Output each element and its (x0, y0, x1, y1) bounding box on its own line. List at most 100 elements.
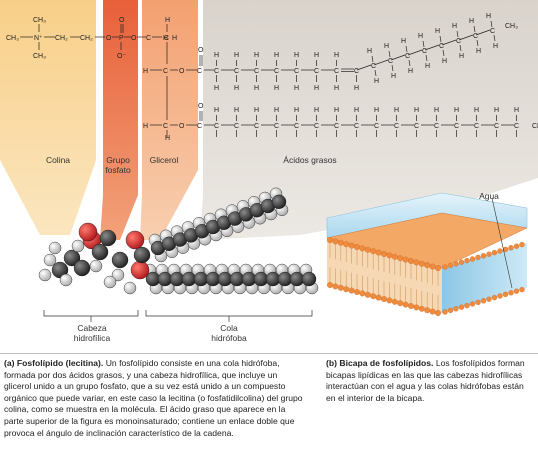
label-phosphate-line1: Grupo (106, 155, 130, 165)
hydrogen-atom (111, 268, 125, 282)
o-4: O (179, 123, 185, 130)
phospholipid-head (429, 263, 436, 270)
svg-text:C: C (197, 123, 202, 130)
hydrogen-atom (89, 259, 103, 273)
structure-panel (0, 0, 538, 240)
upper-carbon: C (422, 48, 427, 55)
upper-carbon: C (354, 68, 359, 75)
upper-hydrogen: H (435, 28, 440, 35)
upper-carbon: C (294, 68, 299, 75)
phospholipid-head (464, 302, 470, 309)
lower-hydrogen: H (374, 107, 379, 114)
phospholipid-head (486, 251, 492, 257)
upper-hydrogen: H (294, 52, 299, 59)
upper-hydrogen: H (214, 52, 219, 59)
fatty-acid-band (200, 0, 538, 240)
o-minus: O⁻ (117, 53, 126, 60)
o-top: O (119, 17, 125, 24)
glycerol-band (140, 0, 198, 240)
phospholipid-head (348, 287, 355, 294)
phospholipid-head (464, 257, 470, 264)
lower-carbon: C (414, 123, 419, 130)
glycerol-h2: H (143, 68, 148, 75)
hydrogen-atom (59, 273, 73, 287)
lower-carbon: C (294, 123, 299, 130)
upper-fatty-acid: O C (197, 47, 214, 75)
label-tail: Cola hidrófoba (199, 323, 259, 343)
lower-carbon: C (494, 123, 499, 130)
upper-hydrogen: H (314, 52, 319, 59)
lower-hydrogen: H (454, 107, 459, 114)
phospholipid-head (348, 242, 355, 249)
phospholipid-head (519, 241, 525, 248)
lower-hydrogen: H (254, 107, 259, 114)
lower-carbon: C (354, 123, 359, 130)
phospholipid-head (424, 262, 431, 269)
caption-a-title: (a) Fosfolípido (lecitina). (4, 358, 104, 368)
upper-carbon: C (473, 33, 478, 40)
hydrogen-atom (48, 241, 62, 255)
phospholipid-head (375, 294, 382, 301)
upper-hydrogen: H (384, 43, 389, 50)
svg-text:O: O (198, 47, 204, 54)
carbon-atom (91, 243, 109, 261)
upper-hydrogen: H (418, 33, 423, 40)
phospholipid-head (413, 259, 420, 266)
phospholipid-head (442, 309, 448, 315)
oxygen-atom (130, 260, 150, 280)
upper-hydrogen: H (408, 68, 413, 75)
upper-hydrogen: H (294, 85, 299, 92)
caption-a: (a) Fosfolípido (lecitina). Un fosfolípi… (4, 358, 304, 439)
phospholipid-head (359, 290, 366, 297)
caption-a-text: Un fosfolípido consiste en una cola hidr… (4, 358, 303, 438)
label-head: Cabeza hidrofílica (62, 323, 122, 343)
phospholipid-head (447, 262, 454, 269)
upper-hydrogen: H (234, 85, 239, 92)
phospholipid-head (458, 259, 465, 265)
lower-carbon: C (514, 123, 519, 130)
phospholipid-head (475, 254, 481, 261)
phospholipid-head (497, 293, 503, 299)
upper-hydrogen: H (334, 52, 339, 59)
carbon-atom (271, 194, 287, 209)
lower-hydrogen: H (294, 107, 299, 114)
label-tail-line1: Cola (220, 323, 238, 333)
glycerol-c1: C (146, 35, 151, 42)
caption-b-title: (b) Bicapa de fosfolípidos. (326, 358, 434, 368)
lower-carbon: C (274, 123, 279, 130)
lower-carbon: C (394, 123, 399, 130)
lower-hydrogen: H (514, 107, 519, 114)
upper-carbon: C (334, 68, 339, 75)
carbon-atom (133, 246, 151, 264)
phospholipid-head (343, 241, 350, 248)
label-water: Agua (479, 191, 499, 201)
phospholipid-head (502, 291, 509, 298)
phospholipid-head (429, 308, 436, 315)
phospholipid-head (327, 237, 333, 243)
svg-text:O: O (198, 103, 204, 110)
upper-hydrogen: H (334, 85, 339, 92)
upper-hydrogen: H (274, 85, 279, 92)
phospholipid-head (391, 298, 398, 305)
glycerol-h1: H (163, 35, 168, 42)
phospholipid-head (337, 284, 344, 291)
oxygen-atom (78, 222, 98, 242)
upper-hydrogen: H (391, 73, 396, 80)
carbon-atom (301, 271, 317, 287)
upper-hydrogen: H (476, 48, 481, 55)
phospholipid-head (480, 253, 487, 259)
upper-hydrogen: H (469, 18, 474, 25)
label-glycerol: Glicerol (149, 155, 179, 165)
phospholipid-head (480, 298, 487, 304)
upper-hydrogen: H (367, 48, 372, 55)
carbon-atom (63, 249, 81, 267)
lower-carbon: C (314, 123, 319, 130)
upper-hydrogen: H (401, 38, 406, 45)
svg-text:C: C (197, 68, 202, 75)
phospholipid-head (370, 248, 377, 255)
carbon-atom (111, 251, 129, 269)
lower-fatty-acid: O C (197, 103, 214, 130)
ch2-a: CH₂ (55, 35, 68, 42)
phospholipid-head (343, 286, 350, 293)
upper-carbon: C (234, 68, 239, 75)
